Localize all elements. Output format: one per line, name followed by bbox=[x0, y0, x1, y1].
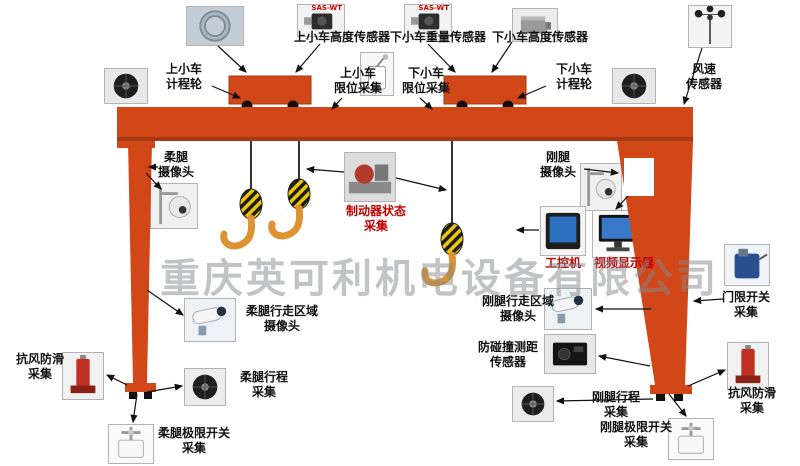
ptz-camera-icon bbox=[587, 167, 616, 207]
door-limit-switch-photo bbox=[724, 244, 770, 286]
motor-icon bbox=[520, 16, 551, 34]
upper-trolley bbox=[228, 75, 312, 112]
anemometer-icon bbox=[694, 6, 726, 45]
label-lower-trolley-odometer: 下小车 计程轮 bbox=[555, 62, 592, 91]
label-upper-trolley-height-sensor: 上小车高度传感器 bbox=[293, 30, 390, 44]
label-upper-trolley-limit: 上小车 限位采集 bbox=[333, 66, 382, 95]
label-rigid-leg-limit: 刚腿极限开关 采集 bbox=[599, 420, 672, 449]
wheel-icon bbox=[192, 374, 218, 400]
anemometer-photo bbox=[688, 5, 732, 48]
hoist-hook-left-2 bbox=[268, 141, 311, 240]
cross-limit-switch-icon bbox=[118, 426, 144, 458]
flexible-leg-travel-wheel-photo bbox=[184, 368, 226, 406]
bullet-camera-icon bbox=[551, 295, 584, 324]
main-beam bbox=[117, 107, 693, 148]
label-anti-collision-sensor: 防碰撞测距 传感器 bbox=[477, 340, 538, 369]
label-door-limit-switch: 门限开关 采集 bbox=[721, 290, 770, 319]
wheel-icon bbox=[621, 73, 647, 99]
motor-sensor-photo bbox=[512, 8, 558, 42]
label-lower-trolley-weight-sensor: 下小车重量传感器 bbox=[389, 30, 486, 44]
label-anti-wind-right: 抗风防滑 采集 bbox=[727, 386, 776, 415]
label-video-display: 视频显示器 bbox=[593, 256, 654, 270]
upper-height-encoder-photo: SAS-WT bbox=[297, 4, 345, 37]
lower-trolley bbox=[443, 75, 527, 112]
panel-pc-icon bbox=[545, 212, 581, 250]
wheel-icon bbox=[521, 392, 545, 416]
rail-clamp-left-photo bbox=[62, 352, 104, 400]
lower-weight-encoder-photo: SAS-WT bbox=[404, 4, 452, 37]
rigid-leg bbox=[617, 141, 693, 401]
rail-clamp-icon bbox=[735, 345, 761, 384]
industrial-pc-photo bbox=[540, 206, 586, 256]
slip-ring-sensor-photo bbox=[186, 6, 244, 46]
label-industrial-pc: 工控机 bbox=[544, 256, 581, 270]
hoist-hook-left-1 bbox=[220, 141, 263, 250]
encoder-model-badge: SAS-WT bbox=[311, 4, 342, 12]
brake-photo bbox=[344, 152, 396, 202]
rail-clamp-icon bbox=[70, 355, 96, 394]
label-rigid-leg-camera: 刚腿 摄像头 bbox=[539, 150, 576, 179]
label-flexible-leg-camera: 柔腿 摄像头 bbox=[157, 150, 194, 179]
label-wind-speed-sensor: 风速 传感器 bbox=[685, 62, 722, 91]
lower-odometer-wheel-photo bbox=[612, 68, 656, 104]
rigid-leg-area-camera-photo bbox=[544, 288, 592, 330]
bullet-camera-icon bbox=[192, 306, 227, 336]
flexible-leg-area-camera-photo bbox=[184, 298, 236, 342]
encoder-icon bbox=[304, 13, 333, 30]
distance-sensor-icon bbox=[552, 342, 588, 366]
label-brake-status: 制动器状态 采集 bbox=[345, 204, 406, 233]
anti-collision-sensor-photo bbox=[544, 334, 596, 374]
label-flexible-leg-travel: 柔腿行程 采集 bbox=[239, 370, 288, 399]
rigid-leg-travel-wheel-photo bbox=[512, 386, 554, 422]
flexible-leg-limit-switch-photo bbox=[108, 424, 154, 464]
label-rigid-leg-travel: 刚腿行程 采集 bbox=[591, 390, 640, 419]
rigid-leg-limit-switch-photo bbox=[668, 418, 714, 460]
rigid-leg-ptz-camera-photo bbox=[580, 163, 622, 211]
label-lower-trolley-height-sensor: 下小车高度传感器 bbox=[491, 30, 588, 44]
ring-icon bbox=[199, 10, 231, 42]
brake-icon bbox=[348, 164, 392, 194]
hoist-hook-right bbox=[421, 141, 464, 287]
trolley-limit-switch-photo bbox=[360, 52, 394, 96]
door-switch-icon bbox=[734, 248, 768, 279]
cross-limit-switch-icon bbox=[678, 422, 704, 454]
label-upper-trolley-odometer: 上小车 计程轮 bbox=[165, 62, 202, 91]
flexible-leg-ptz-camera-photo bbox=[150, 183, 198, 229]
upper-odometer-wheel-photo bbox=[104, 68, 148, 104]
rail-clamp-right-photo bbox=[727, 342, 769, 390]
label-flexible-leg-limit: 柔腿极限开关 采集 bbox=[157, 426, 230, 455]
label-rigid-leg-area-camera: 刚腿行走区域 摄像头 bbox=[481, 294, 554, 323]
wheel-icon bbox=[113, 73, 139, 99]
limit-switch-icon bbox=[368, 54, 389, 90]
encoder-icon bbox=[411, 13, 440, 30]
label-anti-wind-left: 抗风防滑 采集 bbox=[15, 352, 64, 381]
monitor-icon bbox=[598, 214, 638, 252]
encoder-model-badge: SAS-WT bbox=[418, 4, 449, 12]
ptz-camera-icon bbox=[159, 187, 191, 225]
video-display-photo bbox=[592, 210, 644, 258]
label-lower-trolley-limit: 下小车 限位采集 bbox=[401, 66, 450, 95]
label-flexible-leg-area-camera: 柔腿行走区域 摄像头 bbox=[245, 304, 318, 333]
